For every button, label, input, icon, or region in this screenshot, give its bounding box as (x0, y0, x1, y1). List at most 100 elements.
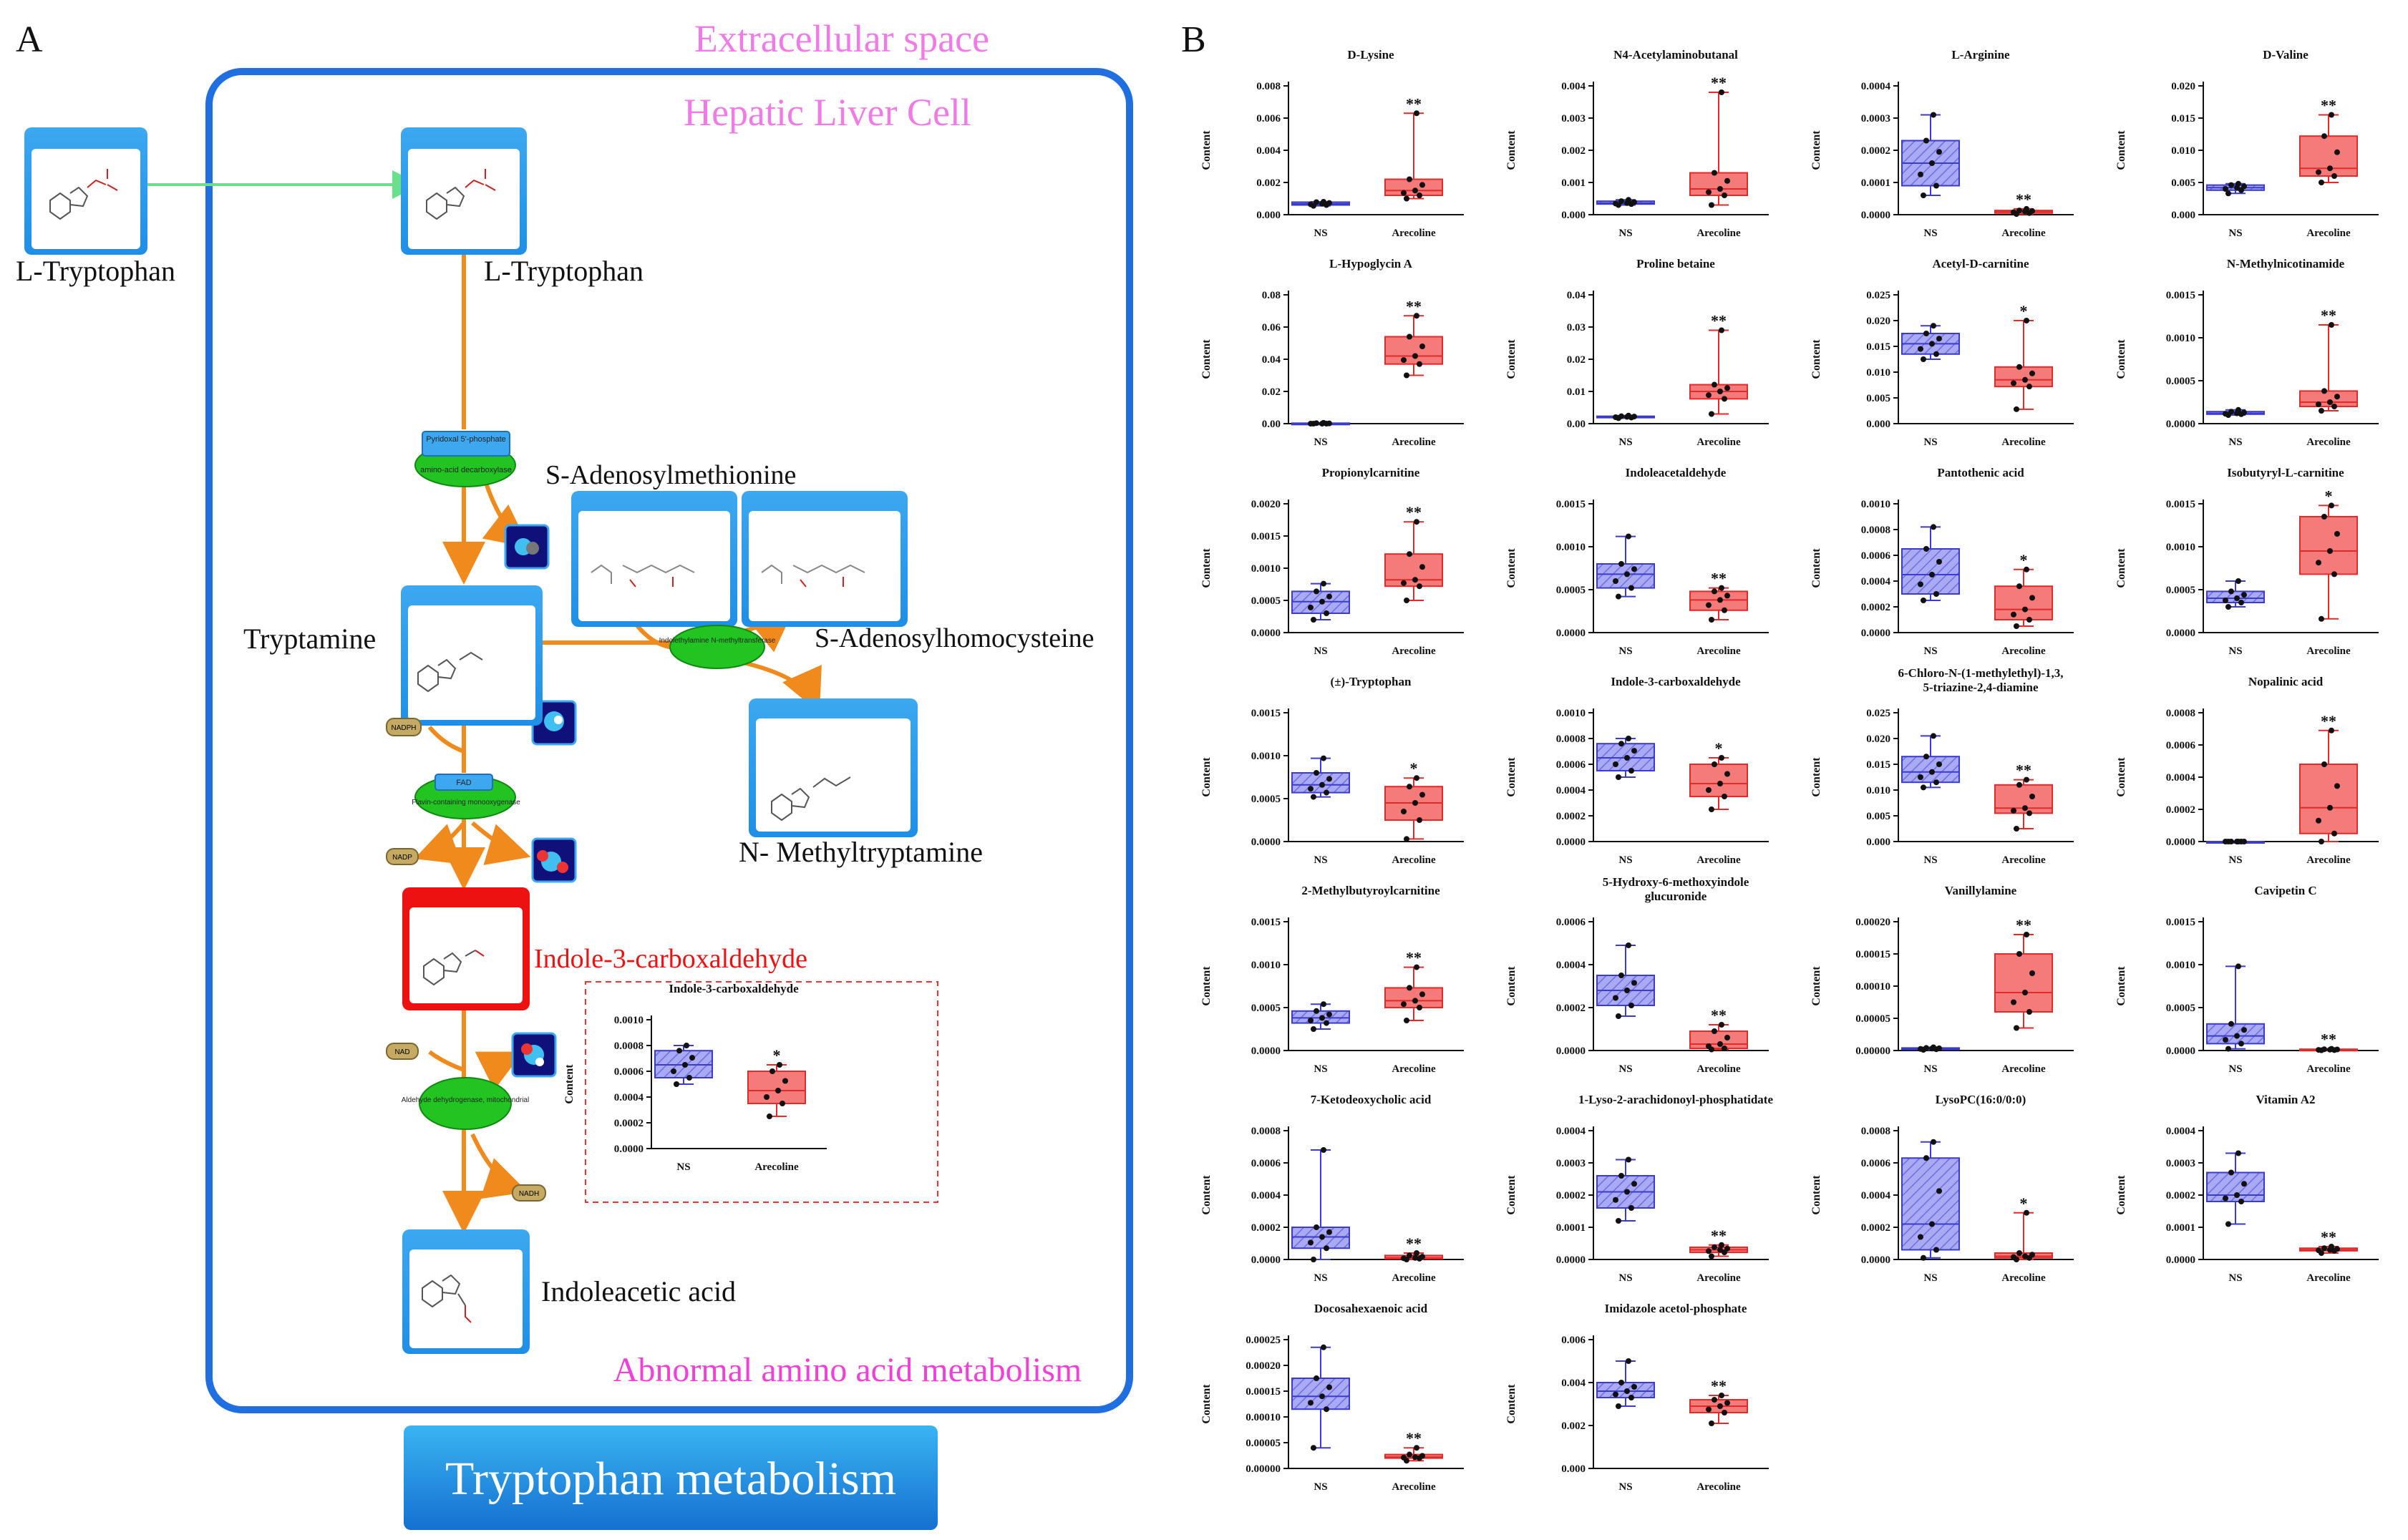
data-point (1626, 533, 1631, 540)
data-point (1308, 1239, 1314, 1246)
y-tick-label: 0.004 (1256, 145, 1281, 157)
chart-title: N-Methylnicotinamide (2227, 257, 2345, 271)
chart-title: 1-Lyso-2-arachidonoyl-phosphatidate (1578, 1093, 1773, 1106)
inset-chart: Indole-3-carboxaldehyde0.00000.00020.000… (563, 982, 827, 1173)
y-tick-label: 0.010 (1866, 785, 1890, 796)
data-point (2241, 839, 2247, 844)
chart-title: 6-Chloro-N-(1-methylethyl)-1,3, (1898, 666, 2063, 680)
tryptamine-label: Tryptamine (243, 623, 376, 655)
data-point (1631, 748, 1637, 754)
y-tick-label: 0.0010 (614, 1015, 644, 1026)
data-point (1618, 198, 1624, 205)
data-point (1412, 1454, 1418, 1461)
data-point (1613, 578, 1618, 584)
data-point (1923, 331, 1929, 336)
y-tick-label: 0.01 (1567, 386, 1586, 398)
arecoline-box (1689, 1242, 1748, 1259)
y-tick-label: 0.0015 (1251, 917, 1281, 928)
panel-a-letter: A (16, 19, 43, 60)
data-point (1407, 551, 1412, 557)
data-point (1921, 598, 1926, 603)
y-tick-label: 0.0010 (1251, 751, 1281, 762)
data-point (1419, 1453, 1425, 1459)
arecoline-box (1689, 1022, 1748, 1053)
sam-label: S-Adenosylmethionine (545, 460, 796, 490)
data-point (764, 1094, 770, 1100)
data-point (2334, 394, 2340, 400)
significance-marker: ** (2016, 761, 2031, 779)
data-point (2329, 727, 2334, 734)
ns-box (1291, 419, 1350, 427)
data-point (1401, 809, 1407, 814)
box-chart-6: Acetyl-D-carnitine0.0000.0050.0100.0150.… (1810, 257, 2074, 448)
data-point (2329, 1244, 2334, 1249)
data-point (1407, 985, 1412, 991)
data-point (2029, 595, 2035, 601)
y-tick-label: 0.0004 (1556, 785, 1586, 796)
data-point (1918, 1046, 1923, 1052)
significance-marker: ** (1406, 949, 1422, 967)
data-point (2011, 807, 2016, 814)
data-point (1412, 353, 1418, 359)
data-point (2334, 1246, 2340, 1252)
arecoline-box (2299, 502, 2358, 622)
data-point (1719, 1022, 1724, 1028)
data-point (1918, 774, 1923, 780)
x-tick-label: NS (2228, 1272, 2242, 1284)
data-point (1933, 351, 1939, 357)
y-axis-label: Content (1505, 339, 1518, 379)
data-point (2016, 208, 2022, 214)
data-point (1404, 372, 1409, 379)
data-point (1321, 1344, 1326, 1350)
data-point (1706, 392, 1712, 399)
y-tick-label: 0.0002 (1861, 602, 1890, 613)
data-point (1936, 336, 1942, 342)
data-point (1722, 1046, 1727, 1051)
data-point (1628, 1395, 1634, 1400)
y-tick-label: 0.0001 (1861, 177, 1890, 189)
ns-box (1901, 112, 1960, 198)
significance-marker: ** (2321, 97, 2336, 114)
data-point (1724, 1035, 1730, 1041)
y-tick-label: 0.06 (1262, 322, 1281, 333)
x-tick-label: NS (2228, 854, 2242, 866)
data-point (1624, 755, 1630, 761)
arecoline-box (2299, 1046, 2358, 1053)
data-point (1722, 607, 1727, 613)
ns-box (1596, 1156, 1655, 1224)
data-point (1724, 1245, 1730, 1252)
data-point (1311, 794, 1316, 800)
abnormal-metabolism-label: Abnormal amino acid metabolism (613, 1351, 1082, 1389)
data-point (2316, 1047, 2321, 1053)
data-point (1414, 964, 1419, 970)
data-point (1717, 1247, 1723, 1253)
data-point (2024, 776, 2029, 783)
y-tick-label: 0.0002 (614, 1118, 644, 1129)
chart-title: Vitamin A2 (2256, 1093, 2316, 1106)
nadh-pill (512, 1184, 546, 1202)
data-point (2331, 830, 2337, 837)
x-tick-label: Arecoline (2306, 645, 2351, 657)
y-tick-label: 0.0015 (1556, 499, 1586, 510)
cell-label: Hepatic Liver Cell (684, 91, 971, 134)
significance-marker: ** (1711, 312, 1727, 330)
x-tick-label: Arecoline (2306, 228, 2351, 239)
data-point (1717, 781, 1723, 786)
data-point (1319, 598, 1325, 605)
box-chart-14: 6-Chloro-N-(1-methylethyl)-1,3,5-triazin… (1810, 666, 2074, 866)
data-point (1717, 186, 1723, 192)
x-tick-label: NS (1618, 437, 1632, 448)
data-point (2228, 588, 2234, 595)
data-point (1414, 775, 1419, 781)
cofactor-pills: NADPH NADP NAD NADH (386, 718, 546, 1202)
data-point (2331, 404, 2337, 409)
ns-box (1901, 1139, 1960, 1261)
x-tick-label: NS (1618, 645, 1632, 657)
data-point (1404, 195, 1409, 202)
data-point (1314, 199, 1319, 205)
data-point (2029, 208, 2035, 214)
data-point (674, 1081, 679, 1087)
y-tick-label: 0.008 (1256, 81, 1281, 92)
l-tryptophan-inner-label: L-Tryptophan (484, 255, 644, 287)
y-tick-label: 0.0006 (2166, 740, 2196, 751)
